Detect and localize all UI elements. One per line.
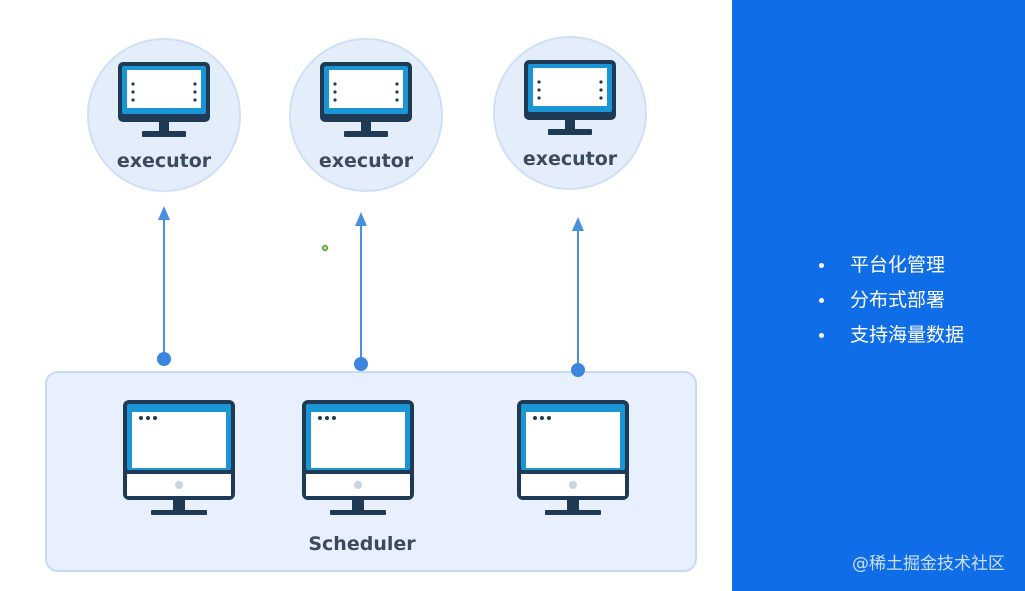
scheduler-box: Scheduler [45,371,697,572]
monitor-icon [302,400,414,515]
monitor-icon [517,400,629,515]
scheduler-label: Scheduler [308,533,416,555]
bullet-icon [819,333,824,338]
feature-text: 支持海量数据 [850,324,965,346]
executor-label: executor [319,150,414,172]
monitor-icon [123,400,235,515]
arrow-2 [354,212,368,371]
site-watermark: @稀土掘金技术社区 [852,554,1005,574]
feature-text: 平台化管理 [850,254,946,276]
executor-node-2: executor [289,38,443,192]
bullet-icon [819,263,824,268]
feature-item: 平台化管理 [817,248,964,283]
executor-label: executor [523,148,618,170]
executor-node-1: executor [87,38,241,192]
feature-item: 支持海量数据 [817,318,964,353]
architecture-diagram: executor executor executor Scheduler [45,36,697,572]
arrow-1 [157,206,171,366]
executor-label: executor [117,150,212,172]
arrow-3 [571,217,585,377]
executor-node-3: executor [493,36,647,190]
feature-panel: 平台化管理 分布式部署 支持海量数据 @稀土掘金技术社区 [732,0,1025,591]
bullet-icon [819,298,824,303]
feature-text: 分布式部署 [850,289,946,311]
feature-list: 平台化管理 分布式部署 支持海量数据 [817,248,964,353]
feature-item: 分布式部署 [817,283,964,318]
cursor-marker [322,245,328,251]
